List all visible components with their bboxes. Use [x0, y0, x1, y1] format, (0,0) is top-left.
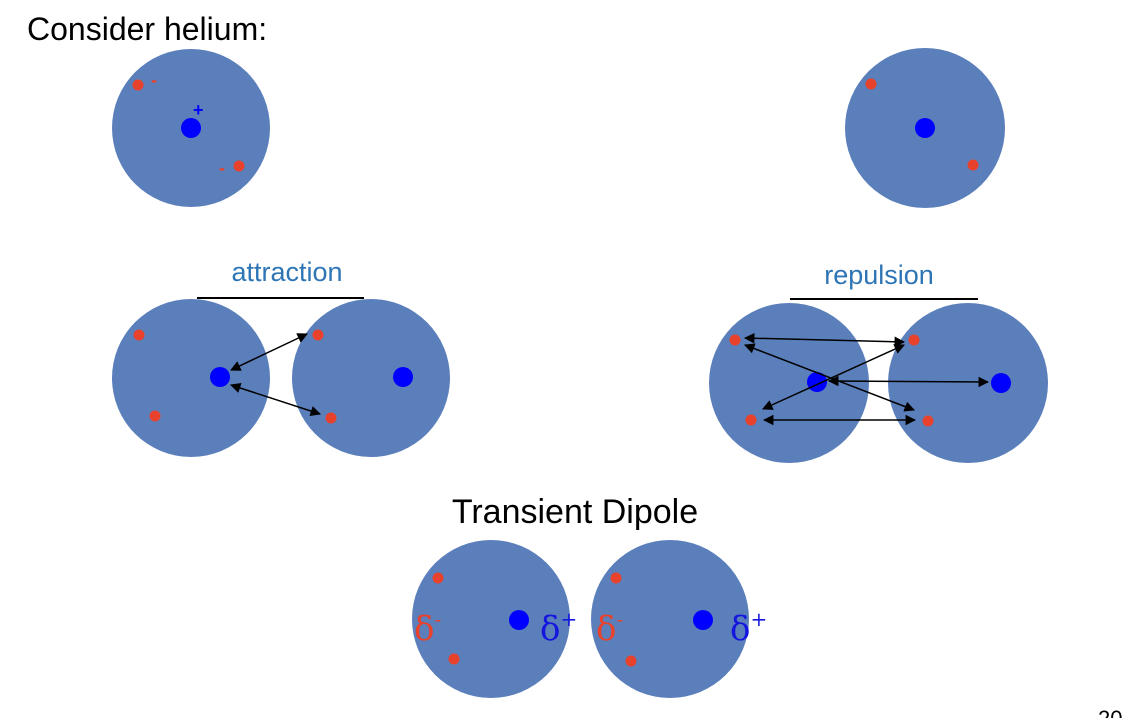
delta-symbol: δ	[540, 609, 560, 649]
plus-superscript: +	[560, 607, 577, 631]
plus-superscript: +	[750, 607, 767, 631]
electron	[133, 329, 145, 341]
atom-cloud	[112, 299, 270, 457]
nucleus	[509, 610, 529, 630]
electron	[432, 572, 444, 584]
slide-title: Consider helium:	[27, 11, 267, 47]
electron	[865, 78, 877, 90]
nucleus	[991, 373, 1011, 393]
electron	[922, 415, 934, 427]
attraction-label: attraction	[231, 257, 342, 287]
nucleus	[181, 118, 201, 138]
delta-minus-label: δ-	[596, 607, 623, 649]
electron	[729, 334, 741, 346]
delta-symbol: δ	[730, 609, 750, 649]
repulsion-arrow	[827, 375, 990, 388]
delta-minus-label: δ-	[414, 607, 441, 649]
electron	[312, 329, 324, 341]
electron	[610, 572, 622, 584]
electron	[448, 653, 460, 665]
helium-atom-top-right	[845, 48, 1005, 208]
delta-plus-label: δ+	[730, 607, 767, 649]
electron	[625, 655, 637, 667]
atom-cloud	[292, 299, 450, 457]
electron	[967, 159, 979, 171]
electron	[908, 334, 920, 346]
delta-symbol: δ	[596, 609, 616, 649]
transient-dipole-label: Transient Dipole	[452, 493, 698, 531]
electron	[745, 414, 757, 426]
attraction-arrow	[230, 382, 321, 417]
electron-minus-sign: -	[151, 70, 157, 90]
delta-symbol: δ	[414, 609, 434, 649]
repulsion-arrow	[743, 332, 906, 348]
atom-cloud	[888, 303, 1048, 463]
electron	[132, 79, 144, 91]
nucleus-plus-sign: +	[193, 100, 204, 120]
nucleus	[915, 118, 935, 138]
repulsion-pair	[709, 303, 1048, 463]
attraction-arrow	[230, 333, 308, 371]
electron	[149, 410, 161, 422]
electron-minus-sign: -	[219, 158, 225, 178]
electron	[233, 160, 245, 172]
nucleus	[393, 367, 413, 387]
transient-dipole-pair: δ- δ+ δ- δ+	[412, 540, 767, 698]
electron	[325, 412, 337, 424]
nucleus	[210, 367, 230, 387]
minus-superscript: -	[616, 607, 623, 631]
nucleus	[693, 610, 713, 630]
minus-superscript: -	[434, 607, 441, 631]
repulsion-label: repulsion	[824, 260, 934, 290]
page-number: 20	[1098, 706, 1122, 718]
attraction-pair	[112, 299, 450, 457]
delta-plus-label: δ+	[540, 607, 577, 649]
helium-atom-top-left: + - -	[112, 49, 270, 207]
